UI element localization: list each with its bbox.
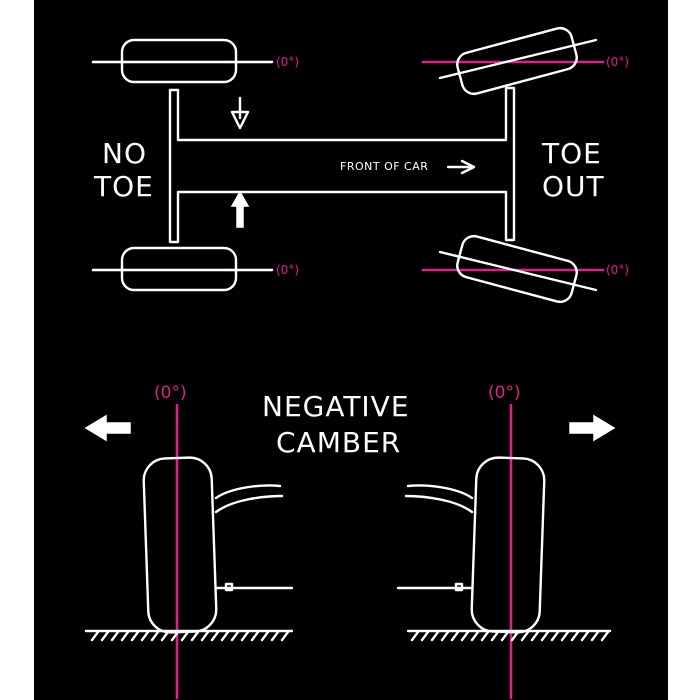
arrow-right-icon [569, 414, 616, 442]
degree-label: (0°) [154, 383, 187, 403]
wheel-front-top: (0°) [421, 26, 629, 96]
left-wheel-assembly [142, 456, 294, 634]
ground-hatch-right [410, 630, 610, 642]
negative-label: NEGATIVE [262, 390, 410, 423]
arrow-left-icon [84, 414, 131, 442]
wheel-rear-top: (0°) [91, 38, 299, 84]
wheel-rear-bottom: (0°) [91, 246, 299, 292]
diagram-background [34, 0, 668, 700]
no-toe-label-line2: TOE [93, 170, 154, 203]
wheel-front-bottom: (0°) [421, 234, 629, 304]
degree-label: (0°) [488, 383, 521, 403]
right-wheel-assembly [396, 456, 546, 634]
degree-label: (0°) [606, 55, 629, 69]
toe-out-label-line1: TOE [541, 137, 602, 170]
camber-label: CAMBER [276, 426, 401, 459]
toe-diagram: (0°) (0°) (0°) (0°) NO TOE TOE OU [91, 26, 629, 304]
arrow-right-icon [446, 159, 476, 175]
no-toe-label-line1: NO [102, 137, 147, 170]
camber-diagram: NEGATIVE CAMBER (0°) (0°) [84, 383, 616, 700]
front-of-car-label: FRONT OF CAR [340, 160, 428, 173]
arrow-down-icon [230, 96, 250, 130]
toe-out-label-line2: OUT [542, 170, 605, 203]
degree-label: (0°) [276, 55, 299, 69]
degree-label: (0°) [276, 263, 299, 277]
degree-label: (0°) [606, 263, 629, 277]
ground-hatch-left [90, 630, 290, 642]
chassis-frame [168, 86, 516, 244]
arrow-up-icon [230, 190, 250, 228]
